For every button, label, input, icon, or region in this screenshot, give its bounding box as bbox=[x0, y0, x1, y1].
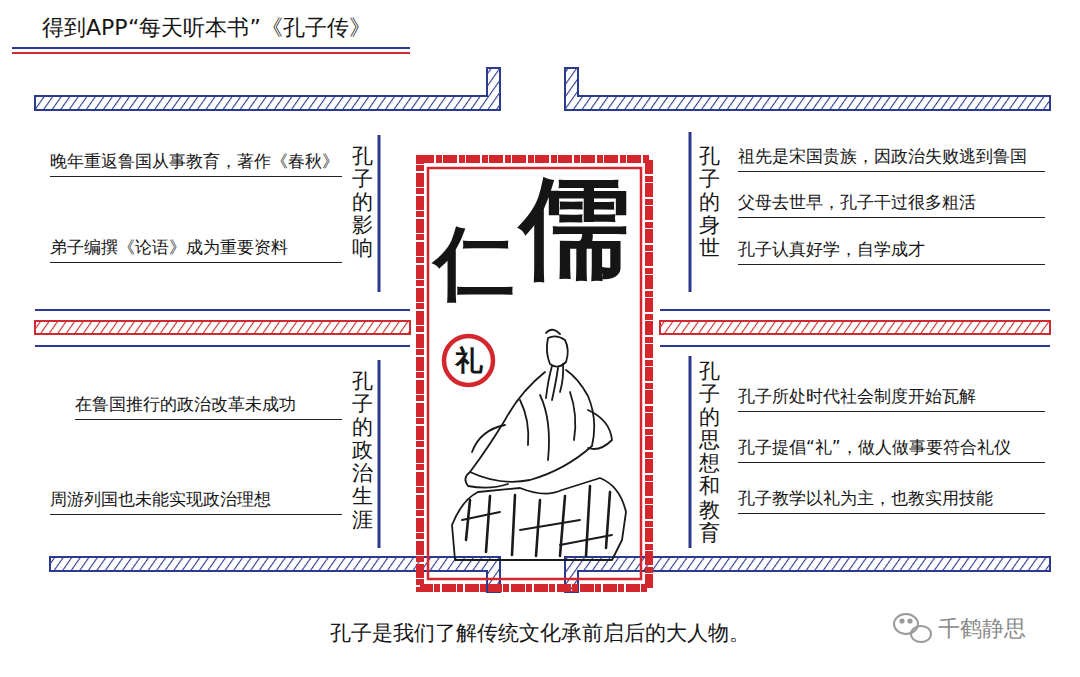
band-line bbox=[660, 309, 1050, 311]
hatched-band bbox=[660, 321, 1050, 334]
portrait-frame: 仁儒礼 bbox=[416, 155, 653, 592]
branch-item: 父母去世早，孔子干过很多粗活 bbox=[738, 191, 1045, 218]
section-label: 孔子的思想和教育 bbox=[699, 360, 720, 545]
hatched-band bbox=[35, 321, 410, 334]
section-bar bbox=[378, 135, 381, 292]
branch-item: 孔子提倡“礼”，做人做事要符合礼仪 bbox=[738, 436, 1045, 463]
title-underline bbox=[12, 47, 410, 49]
calligraphy-char: 仁 bbox=[434, 223, 514, 303]
section-label: 孔子的政治生涯 bbox=[352, 370, 373, 532]
section-label: 孔子的影响 bbox=[352, 145, 373, 260]
band-line bbox=[35, 309, 410, 311]
hatched-band bbox=[565, 68, 1050, 110]
seal-char: 礼 bbox=[441, 333, 496, 388]
hatched-band bbox=[35, 68, 500, 110]
branch-item: 周游列国也未能实现政治理想 bbox=[50, 488, 342, 515]
branch-item: 在鲁国推行的政治改革未成功 bbox=[75, 393, 342, 420]
branch-item: 弟子编撰《论语》成为重要资料 bbox=[50, 236, 342, 263]
branch-item: 孔子所处时代社会制度开始瓦解 bbox=[738, 385, 1045, 412]
seal-circle: 礼 bbox=[441, 333, 496, 388]
section-label: 孔子的身世 bbox=[699, 145, 720, 260]
calligraphy-char: 儒 bbox=[520, 173, 630, 283]
band-line bbox=[35, 345, 410, 347]
branch-item: 孔子认真好学，自学成才 bbox=[738, 238, 1045, 265]
diagram-caption: 孔子是我们了解传统文化承前启后的大人物。 bbox=[330, 620, 750, 647]
branch-item: 晚年重返鲁国从事教育，著作《春秋》 bbox=[50, 150, 342, 177]
title-underline bbox=[12, 52, 410, 54]
branch-item: 孔子教学以礼为主，也教实用技能 bbox=[738, 487, 1045, 514]
diagram-title: 得到APP“每天听本书”《孔子传》 bbox=[42, 14, 371, 43]
section-bar bbox=[378, 360, 381, 548]
section-bar bbox=[689, 132, 692, 292]
branch-item: 祖先是宋国贵族，因政治失败逃到鲁国 bbox=[738, 145, 1045, 172]
section-bar bbox=[689, 356, 692, 548]
watermark-icon bbox=[894, 614, 931, 642]
watermark: 千鹤静思 bbox=[938, 614, 1026, 644]
band-line bbox=[660, 345, 1050, 347]
